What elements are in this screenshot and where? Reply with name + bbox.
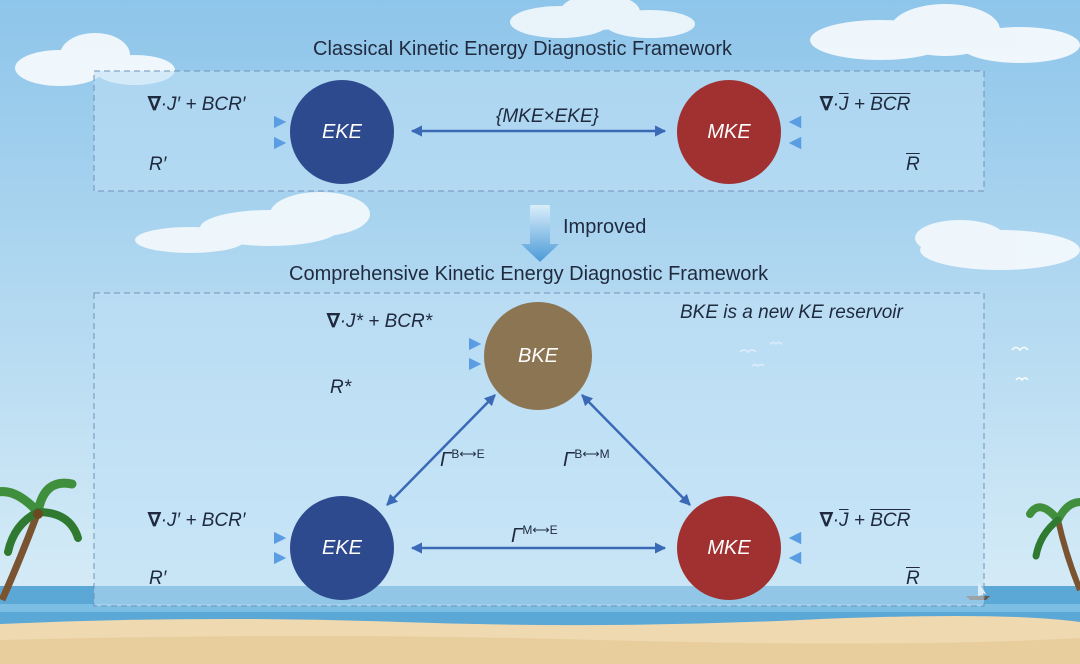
mke-residual-label: R — [906, 569, 920, 588]
bke-mke-transfer-arrow — [581, 394, 691, 506]
mke-flux-j: J — [839, 510, 849, 531]
eke-node: EKE — [290, 496, 394, 600]
transfer-superscript: M⟷E — [522, 523, 558, 537]
bke-eke-transfer-label: ΓB⟷E — [440, 448, 485, 470]
eke-node-label: EKE — [321, 120, 363, 143]
bke-node-label: BKE — [517, 344, 559, 367]
classical-framework-title: Classical Kinetic Energy Diagnostic Fram… — [313, 38, 733, 60]
eke-node: EKE — [290, 80, 394, 184]
eke-flux-text: J′ + BCR′ — [167, 510, 246, 531]
gamma-symbol: Γ — [563, 449, 575, 471]
cloud-icon — [135, 192, 370, 253]
nabla-icon: ∇ — [148, 510, 161, 531]
eke-flux-label: ∇·J′ + BCR′ — [148, 510, 246, 531]
mke-residual-label: R — [906, 155, 920, 174]
mke-eke-exchange-label: {MKE×EKE} — [496, 106, 599, 127]
gamma-symbol: Γ — [511, 525, 523, 547]
cloud-icon — [915, 220, 1080, 270]
eke-flux-text: J′ + BCR′ — [167, 94, 246, 115]
bke-flux-label: ∇·J* + BCR* — [327, 311, 433, 332]
nabla-icon: ∇ — [148, 94, 161, 115]
eke-flux-label: ∇·J′ + BCR′ — [148, 94, 246, 115]
cloud-icon — [510, 0, 695, 38]
bke-residual-label: R* — [330, 377, 352, 398]
mke-flux-label: ∇·J + BCR — [820, 94, 911, 115]
nabla-icon: ∇ — [820, 94, 833, 115]
mke-flux-bcr: BCR — [870, 510, 911, 531]
mke-node: MKE — [677, 496, 781, 600]
bke-node: BKE — [484, 302, 592, 410]
palm-tree-icon — [1026, 498, 1080, 592]
gamma-symbol: Γ — [440, 449, 452, 471]
mke-node-label: MKE — [707, 536, 751, 559]
bke-reservoir-note: BKE is a new KE reservoir — [680, 302, 903, 323]
eke-node-label: EKE — [321, 536, 363, 559]
eke-residual-label: R′ — [149, 154, 167, 175]
mke-flux-label: ∇·J + BCR — [820, 510, 911, 531]
mke-node-label: MKE — [707, 120, 751, 143]
transfer-superscript: B⟷E — [451, 447, 485, 461]
mke-flux-j: J — [839, 94, 849, 115]
transfer-superscript: B⟷M — [574, 447, 610, 461]
bke-flux-text: J* + BCR* — [346, 311, 433, 332]
nabla-icon: ∇ — [327, 311, 340, 332]
mke-flux-bcr: BCR — [870, 94, 911, 115]
bke-mke-transfer-label: ΓB⟷M — [563, 448, 610, 470]
eke-residual-label: R′ — [149, 568, 167, 589]
mke-node: MKE — [677, 80, 781, 184]
improved-label: Improved — [563, 216, 647, 238]
palm-tree-icon — [0, 478, 82, 602]
bke-eke-transfer-arrow — [386, 394, 496, 506]
cloud-icon — [15, 33, 175, 86]
mke-residual-text: R — [906, 568, 920, 589]
comprehensive-framework-title: Comprehensive Kinetic Energy Diagnostic … — [289, 263, 769, 285]
mke-residual-text: R — [906, 154, 920, 175]
down-arrow-icon — [521, 205, 559, 262]
mke-eke-transfer-label: ΓM⟷E — [511, 524, 558, 546]
cloud-icon — [810, 4, 1080, 63]
nabla-icon: ∇ — [820, 510, 833, 531]
